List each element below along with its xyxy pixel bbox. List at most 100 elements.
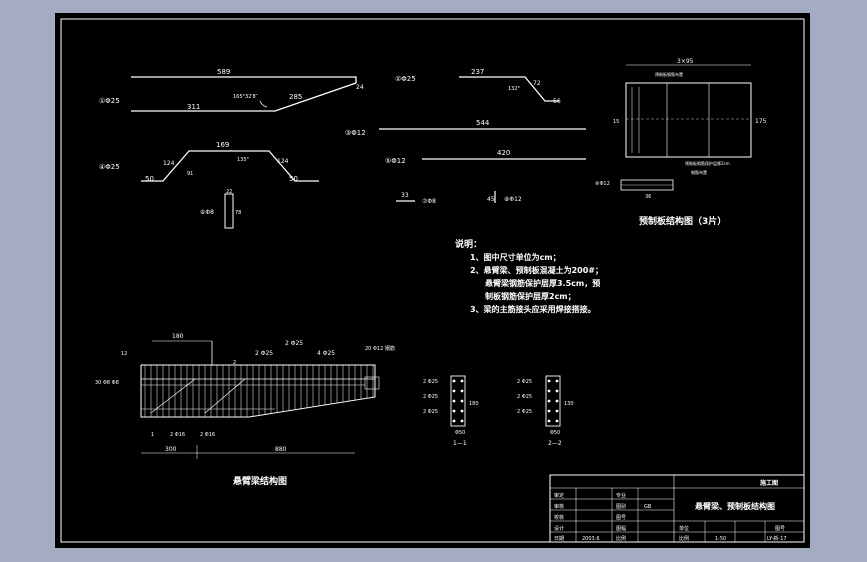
- section-bar-dot: [555, 399, 559, 403]
- beam-bent-bar-2: [204, 378, 246, 414]
- section-bar-dot: [547, 409, 551, 413]
- bar2-shape: [459, 76, 559, 102]
- section2-w: Φ50: [550, 430, 560, 436]
- beam-end-block: [364, 376, 380, 390]
- tb-unit-label: 单位: [679, 525, 689, 532]
- section-2-2[interactable]: 2—2 130 Φ50 2 Φ25 2 Φ25 2 Φ25: [517, 375, 574, 447]
- bar6-w: 22: [226, 189, 232, 195]
- title-block-frame: [549, 474, 805, 543]
- section2-label-2: 2 Φ25: [517, 394, 532, 400]
- section2-title: 2—2: [548, 440, 562, 447]
- section1-outline: [450, 375, 466, 427]
- beam-callout-4: 20 Φ12 钢筋: [365, 345, 395, 352]
- section-bar-dot: [460, 409, 464, 413]
- section-bar-dot: [460, 379, 464, 383]
- section2-label-1: 2 Φ25: [517, 379, 532, 385]
- beam-callout-7: 2 Φ16: [200, 432, 215, 438]
- bar4-len-top: 169: [216, 141, 229, 149]
- section-1-1[interactable]: 1—1 180 Φ50 2 Φ25 2 Φ25 2 Φ25: [423, 375, 479, 447]
- notes-block: 说明： 1、图中尺寸单位为cm； 2、悬臂梁、预制板混凝土为200#； 悬臂梁钢…: [455, 238, 603, 314]
- beam-elevation[interactable]: 180 300 880 12 2 Φ25 2 Φ25 4 Φ25 20: [95, 333, 395, 487]
- section-bar-dot: [460, 419, 464, 423]
- tb-left-label-3: 校核: [554, 514, 564, 521]
- tb-left-label-5: 日期: [554, 536, 564, 542]
- section-bar-dot: [547, 389, 551, 393]
- bar8-detail[interactable]: 45 ⑧Φ12: [487, 191, 522, 203]
- slab-label-2: 预制板钢筋保护层厚2cm: [685, 160, 730, 166]
- tb-scale-label: 比例: [679, 535, 689, 542]
- section-bar-dot: [452, 389, 456, 393]
- bar4-angle-r: 135°: [237, 157, 250, 163]
- bar3-mark: ③Φ12: [345, 129, 366, 137]
- bar2-angle: 132°: [508, 86, 521, 92]
- slab-label-3: 钢筋布置: [691, 169, 707, 175]
- bar2-hook-diag: 72: [533, 80, 541, 87]
- section-bar-dot: [547, 399, 551, 403]
- bar6-shape: [224, 193, 234, 229]
- bar4-shape: [141, 150, 319, 182]
- bar5-mark: ⑤Φ12: [385, 157, 406, 165]
- title-block-unit: 施工图: [760, 479, 778, 487]
- section-bar-dot: [547, 379, 551, 383]
- beam-dim-right: 880: [275, 446, 287, 453]
- notes-line-1: 1、图中尺寸单位为cm；: [470, 252, 561, 263]
- drawing-sheet: ①Φ25 589 311 285 24 165°32′8″ ②Φ25 237 7…: [55, 13, 810, 548]
- beam-dim-left: 300: [165, 446, 177, 453]
- tb-mid-label-3: 图号: [616, 515, 626, 521]
- bar4-end-l: 50: [145, 175, 154, 183]
- section-bar-dot: [555, 389, 559, 393]
- slab-width: 3×95: [677, 58, 694, 65]
- slab-detail[interactable]: 3×95 175 15 预制板钢筋布置 预制板钢筋保护层厚2cm 钢筋布置 ⑧Φ…: [595, 58, 767, 227]
- slab-title: 预制板结构图（3片）: [639, 215, 726, 227]
- beam-callout-6: 2 Φ16: [170, 432, 185, 438]
- section1-h: 180: [469, 401, 479, 407]
- beam-section-mark-2: 2: [233, 360, 236, 366]
- section1-bars: [452, 379, 464, 423]
- slab-label-1: 预制板钢筋布置: [655, 71, 683, 77]
- beam-h-left: 12: [121, 351, 127, 357]
- bar5-len: 420: [497, 149, 510, 157]
- bar6-h: 78: [235, 210, 241, 216]
- tb-mid-label-2: 图别: [616, 503, 626, 510]
- tb-date-value: 2003.6: [582, 536, 600, 542]
- section-bar-dot: [452, 399, 456, 403]
- section-bar-dot: [452, 409, 456, 413]
- section-bar-dot: [452, 419, 456, 423]
- bar4-mark: ④Φ25: [99, 163, 120, 171]
- beam-section-mark-1: 1: [151, 432, 154, 438]
- beam-outline: [140, 364, 376, 418]
- bar8-len: 45: [487, 196, 495, 203]
- section1-label-1: 2 Φ25: [423, 379, 438, 385]
- bar1-shape: [131, 76, 357, 112]
- beam-stirrups: [144, 365, 374, 417]
- section2-label-3: 2 Φ25: [517, 409, 532, 415]
- bar7-len: 33: [401, 192, 409, 199]
- bar3-len: 544: [476, 119, 490, 127]
- tb-left-label-2: 审核: [554, 503, 564, 510]
- section-bar-dot: [547, 419, 551, 423]
- bar1-detail[interactable]: ①Φ25 589 311 285 24 165°32′8″: [99, 68, 364, 112]
- bar1-mark: ①Φ25: [99, 97, 120, 105]
- bar1-len-top: 589: [217, 68, 230, 76]
- drawing-frame: [60, 18, 805, 543]
- tb-left-label-4: 设计: [554, 525, 564, 532]
- title-block[interactable]: 施工图 悬臂梁、预制板结构图 审定 审核 校核 设计 日期 2003.6 专业 …: [549, 474, 805, 543]
- section-bar-dot: [555, 409, 559, 413]
- title-block-drawing-title: 悬臂梁、预制板结构图: [694, 501, 775, 511]
- slab-height: 175: [755, 118, 767, 125]
- bar1-angle-arc: [259, 100, 268, 108]
- section2-h: 130: [564, 401, 574, 407]
- beam-title: 悬臂梁结构图: [232, 475, 287, 487]
- section-bar-dot: [555, 419, 559, 423]
- bar4-detail[interactable]: ④Φ25 169 124 124 50 50 135° 91: [99, 141, 319, 183]
- bar6-detail[interactable]: ⑥Φ8 22 78: [200, 189, 241, 229]
- bar2-detail[interactable]: ②Φ25 237 72 56 132°: [395, 68, 561, 105]
- bar7-detail[interactable]: 33 ⑦Φ8: [396, 192, 436, 205]
- notes-line-5: 3、梁的主筋接头应采用焊接搭接。: [470, 304, 596, 314]
- bar1-angle: 165°32′8″: [233, 94, 258, 100]
- bar3-detail[interactable]: ③Φ12 544: [345, 119, 586, 137]
- bar4-len-diag-r: 124: [277, 158, 289, 165]
- bar2-len-top: 237: [471, 68, 484, 76]
- bar5-detail[interactable]: ⑤Φ12 420: [385, 149, 586, 165]
